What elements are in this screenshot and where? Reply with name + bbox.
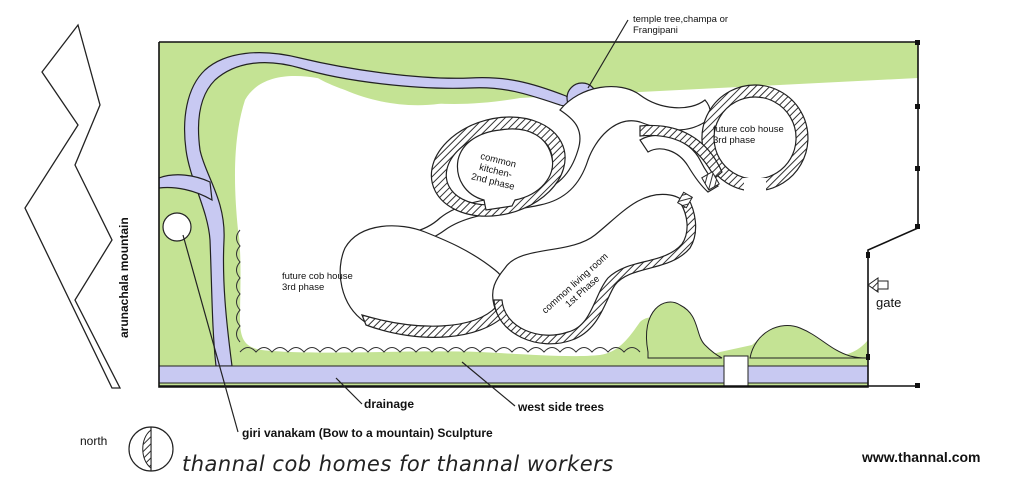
future-house-ne-label-line2: 3rd phase [713, 135, 756, 146]
sculpture-label: giri vanakam (Bow to a mountain) Sculptu… [242, 426, 493, 440]
temple-tree-label-line1: temple tree,champa or [633, 14, 729, 25]
common-kitchen [430, 116, 566, 217]
north-arrow-icon [128, 426, 174, 472]
future-house-w-label-line2: 3rd phase [282, 282, 325, 293]
future-house-ne-label-line1: future cob house [713, 124, 784, 135]
north-label: north [80, 434, 108, 448]
temple-tree-label-line2: Frangipani [633, 25, 678, 36]
gate-label: gate [876, 295, 902, 310]
mountain-outline [24, 23, 122, 389]
west-trees-leader [461, 361, 516, 407]
future-house-ne-label: future cob house 3rd phase [713, 124, 784, 146]
mountain-label: arunachala mountain [117, 217, 131, 338]
bush-left [646, 301, 723, 359]
living-room-door [676, 191, 694, 209]
temple-tree-leader [587, 19, 629, 89]
sculpture-leader [182, 234, 239, 433]
plan-caption: thannal cob homes for thannal workers [182, 452, 614, 476]
west-trees-edge [239, 347, 641, 353]
north-trees-edge [236, 229, 241, 343]
temple-tree-label: temple tree,champa or Frangipani [633, 14, 728, 36]
future-house-w-label-line1: future cob house [282, 271, 353, 282]
bush-right [749, 325, 867, 359]
website-link[interactable]: www.thannal.com [862, 449, 981, 465]
drainage-label: drainage [364, 397, 415, 411]
future-house-ne-arm [639, 124, 723, 179]
sculpture-circle [162, 212, 192, 242]
drainage-leader [335, 377, 363, 405]
drainage-outlet [723, 355, 749, 387]
boundary-posts [866, 40, 920, 388]
west-trees-label: west side trees [518, 400, 605, 414]
gate-arrow-icon [867, 277, 889, 293]
future-house-ne [701, 84, 809, 192]
drainage-strip [159, 365, 918, 384]
future-house-w-label: future cob house 3rd phase [282, 271, 353, 293]
left-water-edge [159, 174, 213, 202]
future-house-ne-door [701, 171, 720, 191]
